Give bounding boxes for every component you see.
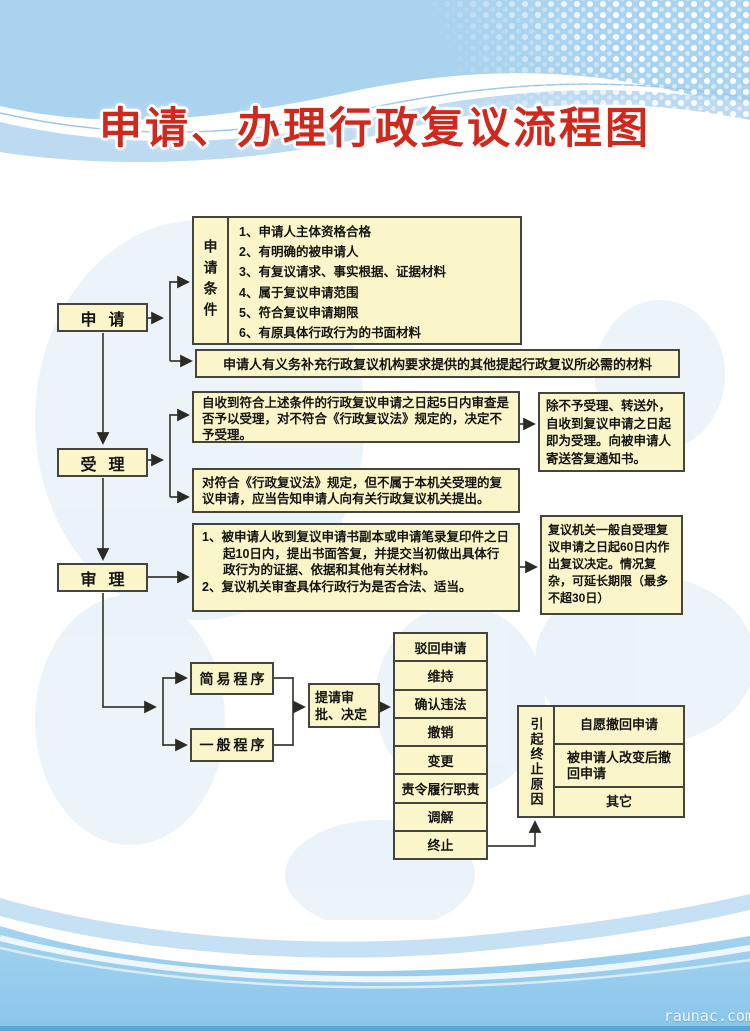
conditions-list: 1、申请人主体资格合格 2、有明确的被申请人 3、有复议请求、事实根据、证据材料…: [229, 218, 520, 343]
termination-vertical-label: 引起终止原因: [519, 707, 555, 816]
simple-procedure-box: 简易程序: [190, 662, 274, 695]
termination-reasons-box: 引起终止原因 自愿撤回申请 被申请人改变后撤回申请 其它: [517, 705, 685, 818]
stage-box-apply: 申请: [57, 303, 148, 332]
termination-reason: 其它: [555, 786, 683, 816]
halftone-dots-pattern: [378, 0, 750, 120]
acceptance-note-box: 除不予受理、转送外，自收到复议申请之日起即为受理。向被申请人寄送答复通知书。: [538, 392, 685, 472]
outcome-reject: 驳回申请: [414, 640, 467, 656]
stage-review-label: 审理: [80, 571, 137, 589]
page-title: 申请、办理行政复议流程图: [99, 105, 651, 153]
stage-accept-label: 受理: [80, 456, 137, 474]
submit-approval-box: 提请审批、决定: [308, 683, 380, 728]
outcome-uphold: 维持: [395, 660, 486, 688]
condition-item: 6、有原具体行政行为的书面材料: [239, 326, 421, 341]
condition-item: 5、符合复议申请期限: [239, 305, 359, 320]
review-rule-item: 2、复议机关审查具体行政行为是否合法、适当。: [202, 579, 472, 594]
outcome-order-perform: 责令履行职责: [395, 773, 486, 801]
stage-box-accept: 受理: [57, 448, 148, 477]
acceptance-rule-box-2: 对符合《行政复议法》规定，但不属于本机关受理的复议申请，应当告知申请人向有关行政…: [192, 468, 520, 513]
site-watermark: raunac.com: [663, 1007, 750, 1025]
header-decoration: [0, 0, 750, 235]
outcome-revoke: 撤销: [395, 716, 486, 745]
termination-reason: 被申请人改变后撤回申请: [555, 743, 683, 786]
review-rules-box: 1、被申请人收到复议申请书副本或申请笔录复印件之日起10日内，提出书面答复，并提…: [192, 523, 520, 612]
termination-reason-list: 自愿撤回申请 被申请人改变后撤回申请 其它: [555, 707, 683, 816]
review-rule-item: 1、被申请人收到复议申请书副本或申请笔录复印件之日起10日内，提出书面答复，并提…: [202, 530, 509, 577]
condition-item: 1、申请人主体资格合格: [239, 225, 371, 239]
footer-curves: [0, 894, 750, 1031]
condition-item: 3、有复议请求、事实根据、证据材料: [239, 265, 446, 280]
termination-reason: 自愿撤回申请: [579, 717, 658, 733]
outcome-mediate: 调解: [395, 801, 486, 830]
outcome-terminate: 终止: [395, 829, 486, 858]
stage-box-review: 审理: [57, 563, 148, 592]
review-deadline-note-box: 复议机关一般自受理复议申请之日起60日内作出复议决定。情况复杂，可延长期限（最多…: [540, 515, 683, 615]
condition-item: 2、有明确的被申请人: [239, 245, 359, 260]
supplement-materials-box: 申请人有义务补充行政复议机构要求提供的其他提起行政复议所必需的材料: [195, 349, 680, 378]
condition-item: 4、属于复议申请范围: [239, 285, 359, 300]
stage-apply-label: 申请: [80, 311, 137, 329]
conditions-vertical-label: 申请条件: [194, 218, 229, 343]
general-procedure-box: 一般程序: [190, 728, 274, 762]
decision-outcomes-column: 驳回申请 维持 确认违法 撤销 变更 责令履行职责 调解 终止: [393, 632, 488, 860]
outcome-change: 变更: [395, 745, 486, 773]
acceptance-rule-box-1: 自收到符合上述条件的行政复议申请之日起5日内审查是否予以受理，对不符合《行政复议…: [192, 391, 520, 443]
application-conditions-box: 申请条件 1、申请人主体资格合格 2、有明确的被申请人 3、有复议请求、事实根据…: [192, 216, 522, 345]
footer-decoration: [0, 886, 750, 1031]
outcome-confirm-illegal: 确认违法: [395, 688, 486, 717]
